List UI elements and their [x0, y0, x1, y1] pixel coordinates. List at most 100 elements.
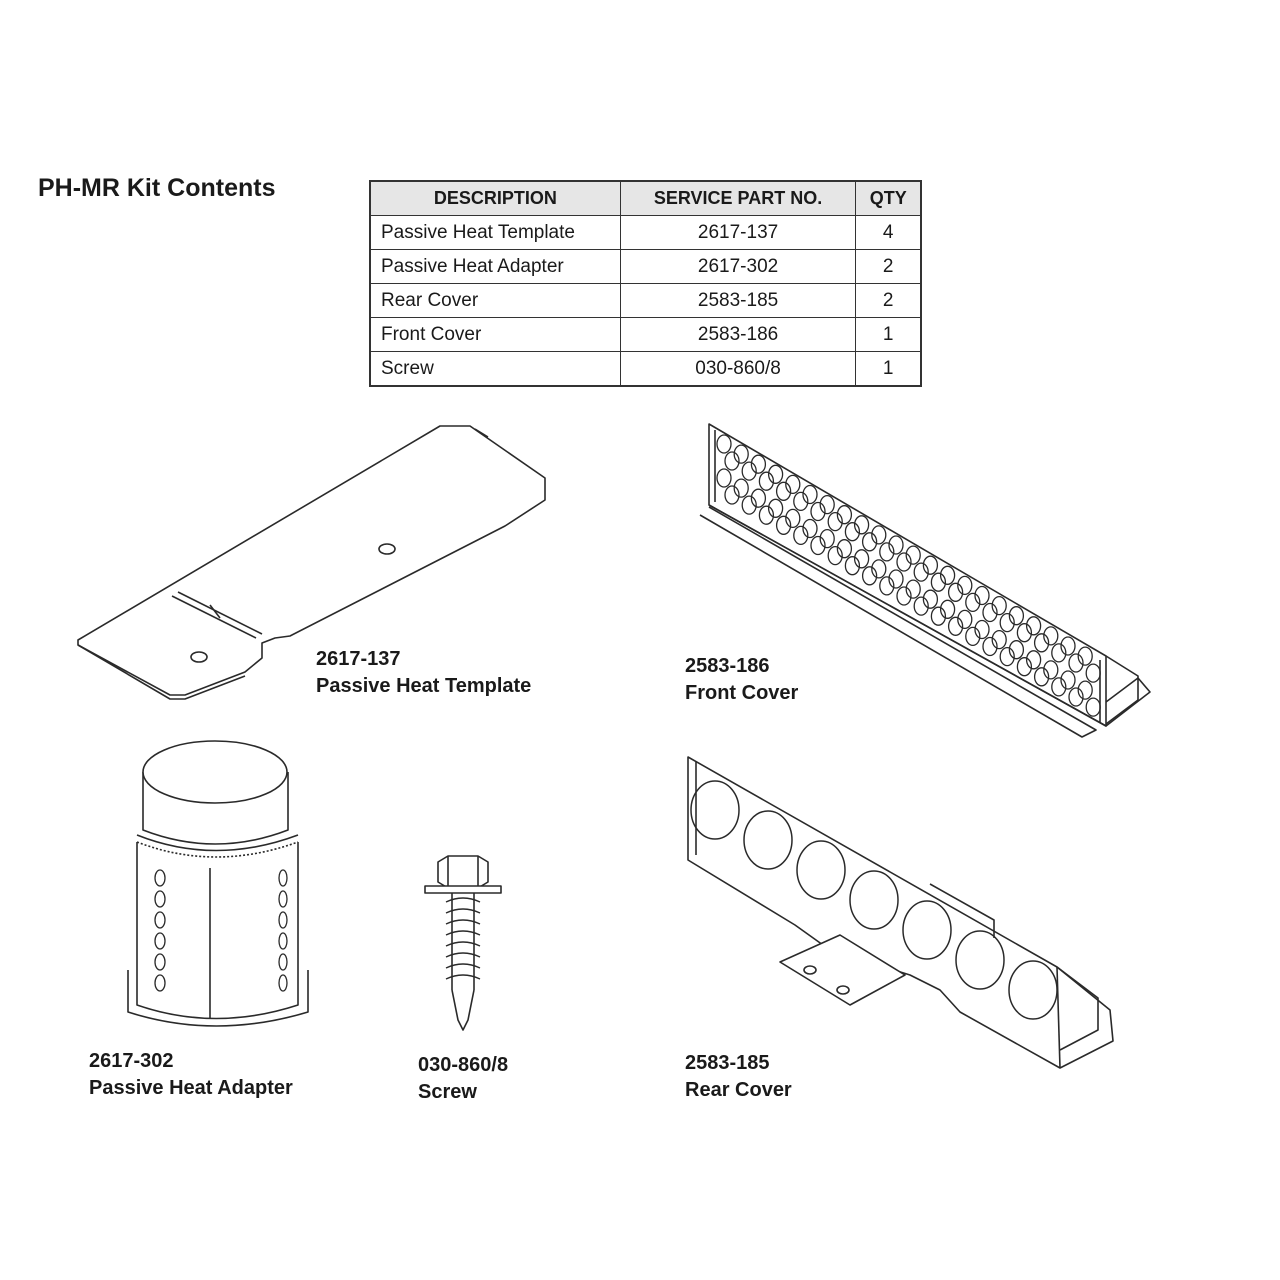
header-description: DESCRIPTION	[369, 180, 621, 216]
vent-hole	[930, 572, 947, 592]
kit-contents-table: DESCRIPTION SERVICE PART NO. QTY Passive…	[369, 180, 922, 387]
template-label: 2617-137 Passive Heat Template	[316, 646, 531, 700]
vent-hole	[1033, 633, 1050, 653]
vent-hole	[1077, 680, 1093, 700]
vent-hole	[853, 549, 870, 569]
vent-hole	[844, 556, 861, 576]
vent-hole	[154, 974, 166, 992]
vent-hole	[871, 559, 887, 579]
vent-hole	[767, 498, 784, 518]
vent-hole	[758, 505, 775, 525]
front-cover-drawing	[699, 423, 1151, 738]
passive-heat-adapter-drawing	[127, 740, 309, 1027]
table-row: Passive Heat Template 2617-137 4	[369, 215, 922, 250]
vent-hole	[785, 508, 801, 529]
front-cover-part-number: 2583-186	[685, 655, 770, 677]
vent-hole	[844, 522, 861, 542]
vent-hole	[1008, 960, 1058, 1020]
vent-hole	[154, 890, 166, 908]
vent-hole	[810, 535, 826, 556]
vent-hole	[1060, 670, 1076, 690]
page-title: PH-MR Kit Contents	[38, 174, 276, 202]
vent-hole	[922, 555, 939, 575]
screw-label: 030-860/8 Screw	[418, 1052, 508, 1106]
row-qty: 1	[855, 351, 922, 387]
vent-hole	[154, 911, 166, 929]
vent-hole	[278, 953, 288, 971]
template-part-name: Passive Heat Template	[316, 675, 532, 697]
vent-hole	[733, 444, 749, 464]
vent-hole	[154, 869, 166, 887]
vent-hole	[819, 528, 835, 549]
vent-hole	[947, 582, 964, 602]
rear-cover-label: 2583-185 Rear Cover	[685, 1050, 792, 1104]
vent-hole	[1033, 667, 1050, 687]
vent-hole	[1068, 687, 1084, 707]
vent-hole	[1043, 660, 1059, 680]
vent-hole	[939, 599, 956, 619]
row-part-number: 2583-185	[619, 283, 857, 318]
vent-hole	[957, 609, 973, 630]
passive-heat-template-drawing	[77, 425, 546, 700]
vent-hole	[1085, 663, 1101, 683]
vent-hole	[965, 626, 981, 647]
vent-hole	[716, 468, 732, 488]
vent-hole	[999, 612, 1015, 633]
header-service-part-no: SERVICE PART NO.	[619, 180, 857, 216]
vent-hole	[836, 505, 853, 525]
adapter-vent-holes	[154, 869, 288, 992]
vent-hole	[716, 434, 732, 454]
row-qty: 2	[855, 283, 922, 318]
row-qty: 4	[855, 215, 922, 250]
vent-hole	[775, 481, 792, 501]
vent-hole	[922, 589, 939, 609]
thread-line	[445, 919, 481, 925]
vent-hole	[827, 545, 843, 566]
vent-hole	[888, 535, 904, 555]
rear-cover-part-number: 2583-185	[685, 1052, 770, 1074]
vent-hole	[750, 488, 767, 508]
vent-hole	[879, 576, 895, 596]
vent-hole	[154, 932, 166, 950]
row-description: Screw	[369, 351, 621, 387]
vent-hole	[1008, 606, 1025, 626]
table-header-row: DESCRIPTION SERVICE PART NO. QTY	[369, 180, 922, 216]
vent-hole	[896, 552, 912, 572]
row-description: Front Cover	[369, 317, 621, 352]
header-qty: QTY	[855, 180, 922, 216]
vent-hole	[913, 562, 929, 582]
table-row: Passive Heat Adapter 2617-302 2	[369, 249, 922, 284]
adapter-part-number: 2617-302	[89, 1050, 174, 1072]
table-row: Screw 030-860/8 1	[369, 351, 922, 387]
vent-hole	[775, 515, 792, 535]
row-description: Passive Heat Adapter	[369, 249, 621, 284]
thread-line	[445, 930, 481, 936]
rear-cover-drawing	[687, 756, 1114, 1069]
vent-hole	[1008, 640, 1025, 660]
vent-hole	[785, 474, 801, 495]
screw-part-name: Screw	[418, 1081, 477, 1103]
row-description: Passive Heat Template	[369, 215, 621, 250]
vent-hole	[767, 464, 784, 484]
vent-hole	[871, 525, 887, 545]
table-row: Front Cover 2583-186 1	[369, 317, 922, 352]
table-row: Rear Cover 2583-185 2	[369, 283, 922, 318]
thread-line	[445, 941, 481, 947]
vent-hole	[802, 484, 818, 505]
vent-hole	[1068, 653, 1084, 673]
adapter-part-name: Passive Heat Adapter	[89, 1077, 293, 1099]
row-qty: 2	[855, 249, 922, 284]
vent-hole	[796, 840, 846, 900]
vent-hole	[758, 471, 775, 491]
vent-hole	[741, 461, 757, 481]
thread-line	[445, 908, 481, 914]
vent-hole	[974, 619, 990, 640]
vent-hole	[836, 539, 853, 559]
vent-hole	[741, 495, 757, 515]
vent-hole	[278, 869, 288, 887]
row-description: Rear Cover	[369, 283, 621, 318]
vent-hole	[810, 501, 826, 522]
rear-cover-part-name: Rear Cover	[685, 1079, 792, 1101]
row-part-number: 030-860/8	[619, 351, 857, 387]
